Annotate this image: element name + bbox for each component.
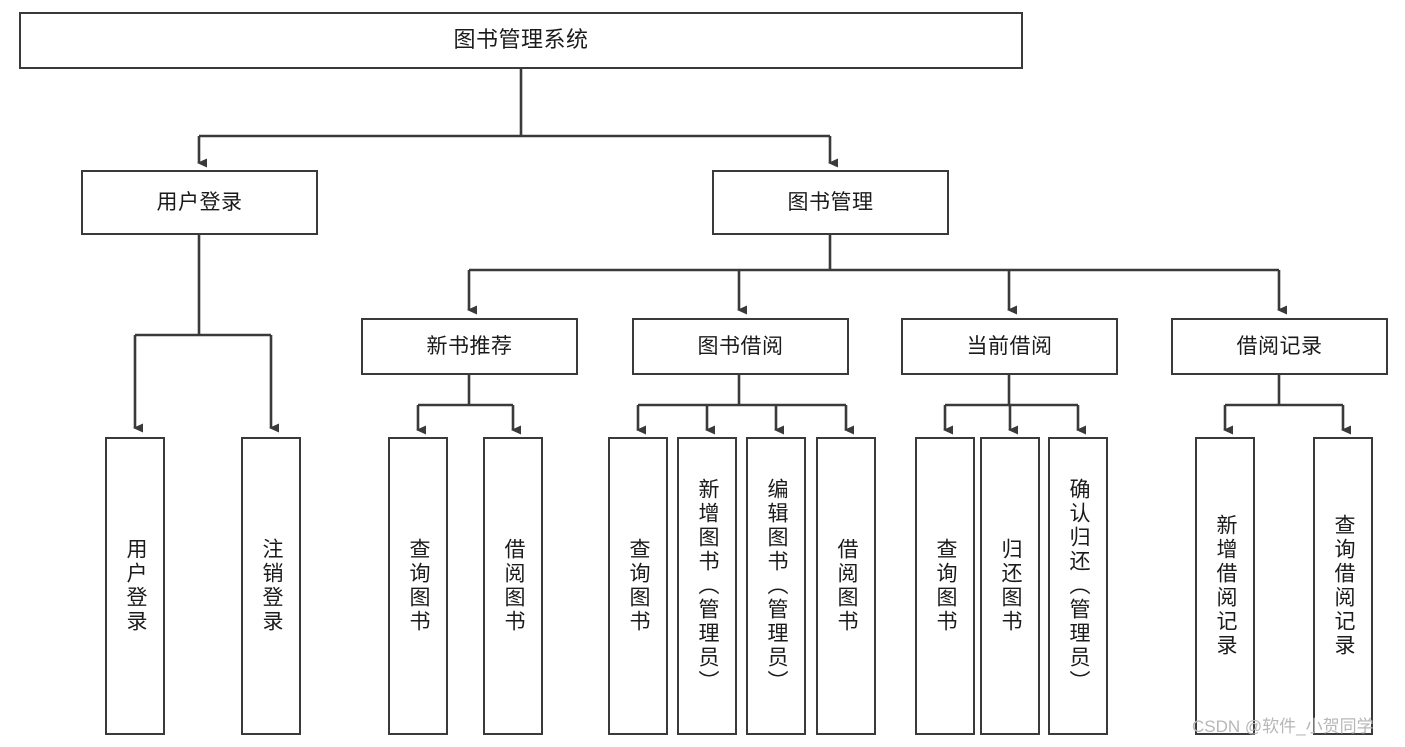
node-leaf-borrow-book-1[interactable]: 借阅图书	[483, 437, 543, 735]
node-label: 查询图书	[407, 538, 431, 634]
node-leaf-query-book-2[interactable]: 查询图书	[608, 437, 668, 735]
node-book-borrow[interactable]: 图书借阅	[632, 318, 849, 375]
node-label: 图书管理	[787, 190, 874, 214]
node-root-system[interactable]: 图书管理系统	[19, 12, 1023, 69]
node-label: 查询借阅记录	[1332, 514, 1356, 658]
node-label: 借阅图书	[835, 538, 859, 634]
node-leaf-user-login[interactable]: 用户登录	[105, 437, 165, 735]
node-label: 图书管理系统	[453, 27, 589, 53]
node-label: 当前借阅	[966, 334, 1053, 358]
node-label: 借阅图书	[502, 538, 526, 634]
node-label: 查询图书	[934, 538, 958, 634]
node-label: 编辑图书（管理员）	[765, 478, 789, 694]
node-label: 新增图书（管理员）	[696, 478, 720, 694]
node-label: 新书推荐	[426, 334, 513, 358]
node-leaf-query-book-1[interactable]: 查询图书	[388, 437, 448, 735]
csdn-watermark: CSDN @软件_小贺同学	[1192, 717, 1374, 736]
node-label: 注销登录	[260, 538, 284, 634]
node-leaf-borrow-book-2[interactable]: 借阅图书	[816, 437, 876, 735]
node-label: 新增借阅记录	[1214, 514, 1238, 658]
node-leaf-edit-book[interactable]: 编辑图书（管理员）	[746, 437, 806, 735]
node-leaf-query-book-3[interactable]: 查询图书	[915, 437, 975, 735]
node-leaf-logout-login[interactable]: 注销登录	[241, 437, 301, 735]
node-label: 查询图书	[627, 538, 651, 634]
node-leaf-return-book[interactable]: 归还图书	[980, 437, 1040, 735]
node-leaf-confirm-return[interactable]: 确认归还（管理员）	[1048, 437, 1108, 735]
node-user-login[interactable]: 用户登录	[81, 170, 318, 235]
node-label: 归还图书	[999, 538, 1023, 634]
node-new-book-recommend[interactable]: 新书推荐	[361, 318, 578, 375]
node-label: 图书借阅	[697, 334, 784, 358]
node-label: 借阅记录	[1236, 334, 1323, 358]
node-current-borrow[interactable]: 当前借阅	[901, 318, 1118, 375]
node-book-management[interactable]: 图书管理	[712, 170, 949, 235]
node-label: 用户登录	[124, 538, 148, 634]
node-label: 确认归还（管理员）	[1067, 478, 1091, 694]
node-label: 用户登录	[156, 190, 243, 214]
node-leaf-query-record[interactable]: 查询借阅记录	[1313, 437, 1373, 735]
node-leaf-add-record[interactable]: 新增借阅记录	[1195, 437, 1255, 735]
node-leaf-add-book[interactable]: 新增图书（管理员）	[677, 437, 737, 735]
node-borrow-record[interactable]: 借阅记录	[1171, 318, 1388, 375]
